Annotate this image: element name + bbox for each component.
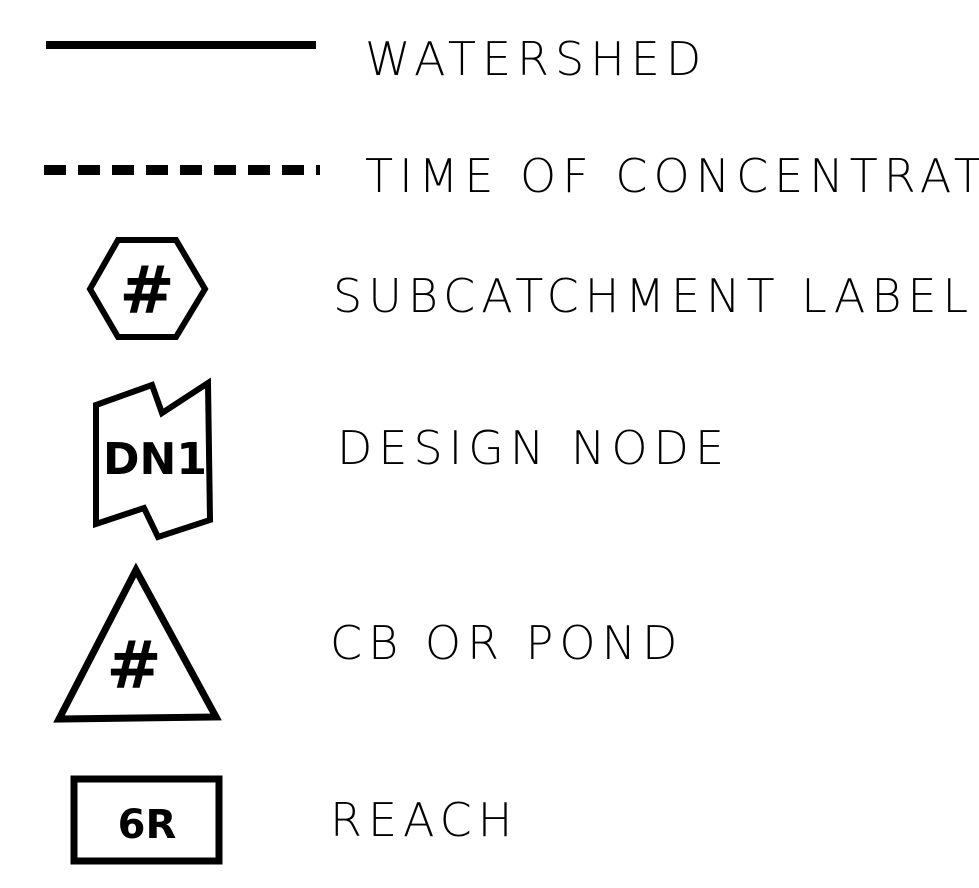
legend-row-time-of-concentration: TIME OF CONCENTRATION (44, 149, 979, 203)
rectangle-symbol-text: 6R (118, 802, 177, 848)
legend-row-reach: 6R REACH (70, 775, 518, 865)
hexagon-symbol-text: # (119, 252, 174, 329)
reach-label: REACH (330, 793, 518, 847)
legend-row-subcatchment: # SUBCATCHMENT LABEL (86, 237, 974, 340)
design-node-label: DESIGN NODE (337, 421, 730, 475)
design-node-symbol (93, 377, 214, 541)
hexagon-symbol (86, 237, 209, 340)
subcatchment-label: SUBCATCHMENT LABEL (333, 269, 974, 323)
watershed-label: WATERSHED (365, 32, 707, 86)
triangle-symbol-text: # (106, 627, 161, 704)
design-node-symbol-text: DN1 (103, 434, 207, 485)
cb-or-pond-label: CB OR POND (330, 616, 683, 670)
rectangle-symbol (70, 775, 223, 865)
legend-row-cb-or-pond: # CB OR POND (53, 562, 683, 723)
time-of-concentration-label: TIME OF CONCENTRATION (365, 149, 979, 203)
triangle-symbol (53, 562, 222, 723)
legend-row-design-node: DN1 DESIGN NODE (93, 377, 730, 541)
legend-row-watershed: WATERSHED (46, 32, 707, 86)
